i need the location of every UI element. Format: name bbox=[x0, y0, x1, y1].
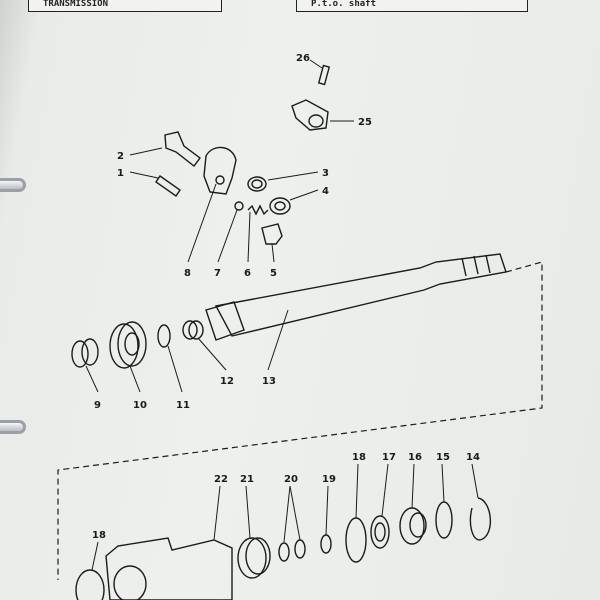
subsection-title-box: P.t.o. shaft bbox=[296, 0, 528, 12]
callout-16: 16 bbox=[408, 452, 422, 463]
subsection-title: P.t.o. shaft bbox=[311, 0, 377, 9]
part-18-snap-ring bbox=[345, 517, 367, 563]
binder-ring-bottom bbox=[0, 420, 26, 434]
binder-ring-top bbox=[0, 178, 26, 192]
part-9-needle-bearing bbox=[71, 338, 99, 368]
callout-13: 13 bbox=[262, 376, 276, 387]
callout-14: 14 bbox=[466, 452, 480, 463]
part-15-ring bbox=[435, 501, 453, 539]
part-14-circlip bbox=[469, 497, 492, 541]
part-16-seal bbox=[399, 507, 427, 545]
callout-22: 22 bbox=[214, 474, 228, 485]
callout-21: 21 bbox=[240, 474, 254, 485]
callout-18-upper: 18 bbox=[352, 452, 366, 463]
callout-6: 6 bbox=[244, 268, 251, 279]
callout-15: 15 bbox=[436, 452, 450, 463]
callout-26: 26 bbox=[296, 53, 310, 64]
part-7-ball bbox=[234, 201, 244, 211]
section-title-box: TRANSMISSION bbox=[28, 0, 222, 12]
part-12-bearing bbox=[182, 320, 204, 340]
callout-10: 10 bbox=[133, 400, 147, 411]
part-17-bearing bbox=[370, 515, 390, 549]
part-4-bearing bbox=[269, 197, 291, 215]
callout-7: 7 bbox=[214, 268, 221, 279]
part-1-pin bbox=[155, 175, 181, 197]
callout-2: 2 bbox=[117, 151, 124, 162]
callout-1: 1 bbox=[117, 168, 124, 179]
part-21-bearing bbox=[237, 537, 271, 579]
part-25-collar bbox=[291, 99, 329, 131]
part-20-washers bbox=[278, 539, 306, 562]
part-11-snap-ring bbox=[157, 324, 171, 348]
part-10-gear bbox=[109, 321, 147, 369]
part-26-pin bbox=[317, 64, 331, 86]
part-8-fork bbox=[203, 146, 237, 195]
section-title: TRANSMISSION bbox=[43, 0, 109, 9]
part-19-ring bbox=[320, 534, 332, 554]
callout-12: 12 bbox=[220, 376, 234, 387]
callout-5: 5 bbox=[270, 268, 277, 279]
part-2-lever bbox=[164, 131, 201, 167]
part-5-plug bbox=[261, 223, 283, 245]
part-6-spring bbox=[247, 204, 269, 216]
callout-4: 4 bbox=[322, 186, 329, 197]
callout-17: 17 bbox=[382, 452, 396, 463]
part-3-ring bbox=[247, 176, 267, 192]
callout-19: 19 bbox=[322, 474, 336, 485]
callout-11: 11 bbox=[176, 400, 190, 411]
part-22-housing bbox=[105, 537, 233, 600]
assembly-boundary-line bbox=[57, 261, 543, 580]
part-13-shaft bbox=[205, 253, 507, 341]
callout-8: 8 bbox=[184, 268, 191, 279]
callout-18-lower: 18 bbox=[92, 530, 106, 541]
callout-9: 9 bbox=[94, 400, 101, 411]
callout-25: 25 bbox=[358, 117, 372, 128]
callout-3: 3 bbox=[322, 168, 329, 179]
callout-20: 20 bbox=[284, 474, 298, 485]
part-18-ring-lower bbox=[75, 569, 105, 600]
